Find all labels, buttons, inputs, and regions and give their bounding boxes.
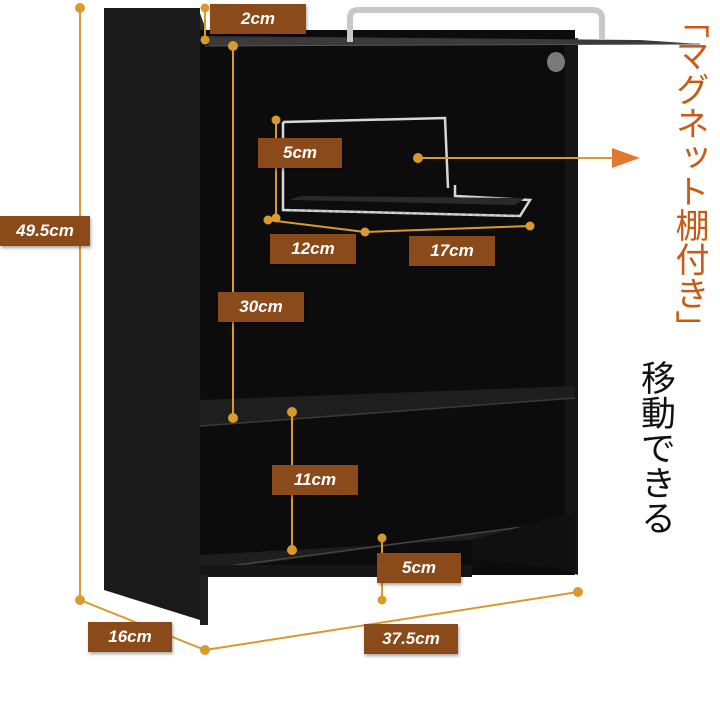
base-left xyxy=(200,575,208,625)
feature-title: 「マグネット棚付き」 xyxy=(669,4,709,344)
base-right xyxy=(472,512,575,570)
label-shelf-height: 5cm xyxy=(258,138,342,168)
label-shelf-depth: 12cm xyxy=(270,234,356,264)
cabinet xyxy=(104,7,701,625)
label-shelf-width: 17cm xyxy=(409,236,495,266)
label-lower-space: 11cm xyxy=(272,465,358,495)
cabinet-right-panel xyxy=(565,38,578,575)
arrow-head xyxy=(612,148,640,168)
label-upper-space: 30cm xyxy=(218,292,304,322)
handle xyxy=(347,7,605,42)
label-top-lip: 2cm xyxy=(210,4,306,34)
feature-subtitle: 移動できる xyxy=(635,360,675,535)
magnetic-shelf xyxy=(281,116,533,218)
knob xyxy=(547,52,565,72)
label-width: 37.5cm xyxy=(364,624,458,654)
top-tray xyxy=(200,36,700,46)
label-depth: 16cm xyxy=(88,622,172,652)
cabinet-left-panel xyxy=(104,8,200,620)
label-base-gap: 5cm xyxy=(377,553,461,583)
label-height-total: 49.5cm xyxy=(0,216,90,246)
dimension-guides xyxy=(75,3,612,655)
